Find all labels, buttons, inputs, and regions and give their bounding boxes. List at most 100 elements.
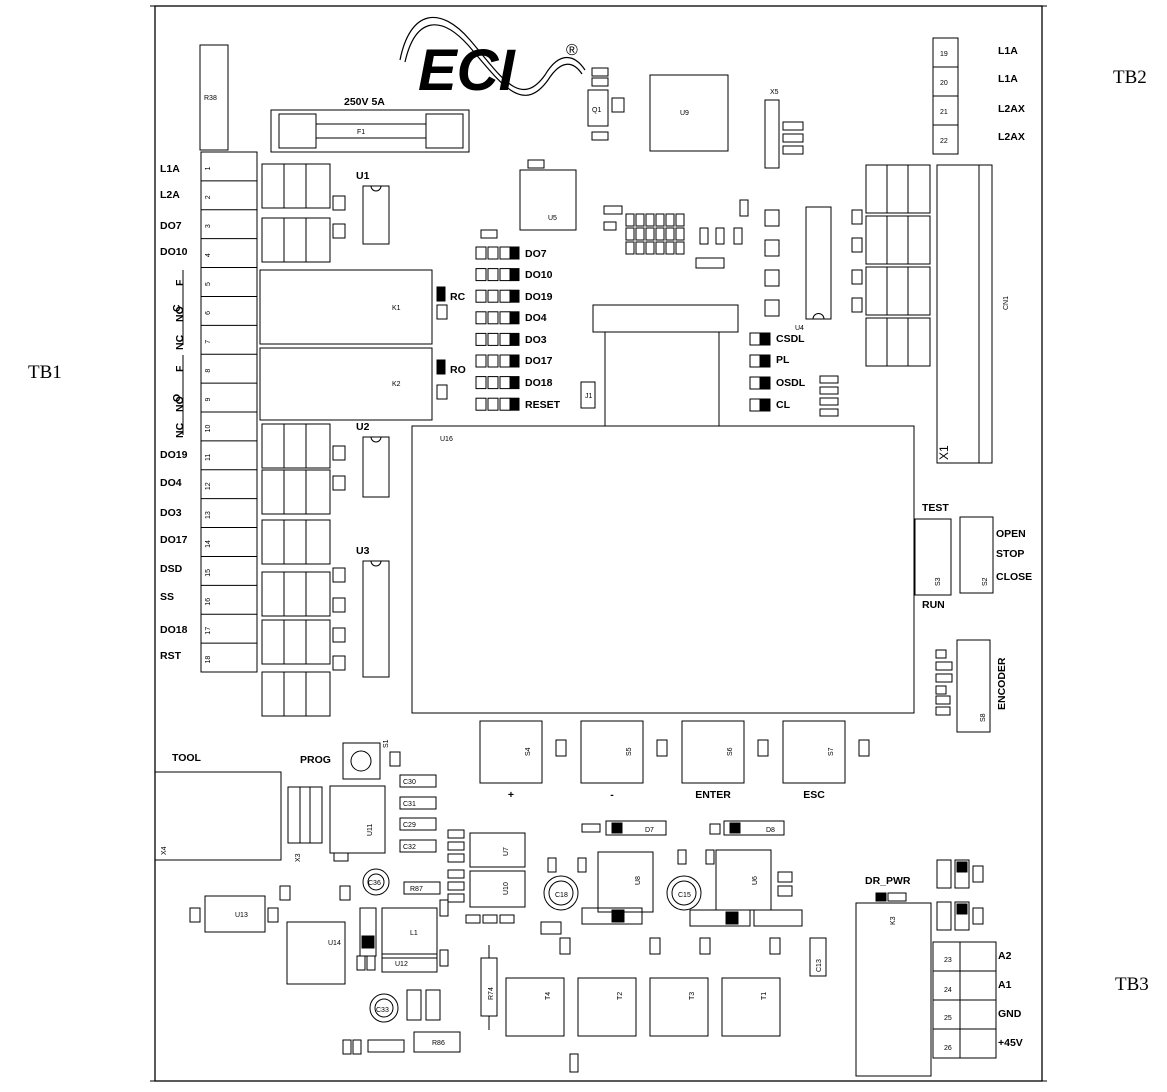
svg-text:U11: U11 bbox=[367, 824, 374, 836]
led-resistor bbox=[475, 289, 487, 303]
prog-button[interactable]: PROG S1 bbox=[300, 739, 401, 780]
led-resistor bbox=[475, 332, 487, 346]
led-resistor bbox=[475, 268, 487, 282]
svg-text:TOOL: TOOL bbox=[172, 752, 202, 764]
switch-open-stop-close[interactable]: S2 OPEN STOP CLOSE bbox=[959, 516, 1032, 594]
svg-text:C36: C36 bbox=[368, 880, 381, 887]
relay-k1: K1 RC bbox=[259, 269, 466, 345]
svg-text:U8: U8 bbox=[635, 876, 642, 885]
svg-text:19: 19 bbox=[940, 51, 948, 58]
svg-text:K2: K2 bbox=[392, 381, 401, 388]
keypad-button[interactable]: S4+ bbox=[479, 720, 567, 801]
tb1-terminal-number: 5 bbox=[205, 282, 212, 286]
tb3-terminal-block: 23 24 25 26 A2 A1 GND +45V bbox=[932, 941, 1023, 1059]
svg-text:F: F bbox=[174, 365, 186, 372]
status-led bbox=[509, 332, 520, 346]
switch-test-run[interactable]: TEST S3 RUN bbox=[914, 502, 952, 611]
tb1-terminal-number: 2 bbox=[205, 195, 212, 199]
svg-text:F1: F1 bbox=[357, 129, 365, 136]
svg-text:S6: S6 bbox=[727, 747, 734, 756]
svg-text:25: 25 bbox=[944, 1015, 952, 1022]
connector-cn1-x1: CN1 X1 bbox=[936, 164, 1010, 464]
ic-u11 bbox=[329, 785, 386, 854]
led-resistor bbox=[475, 311, 487, 325]
status-led bbox=[760, 376, 771, 390]
ic-u10 bbox=[469, 870, 526, 908]
led-label: DO18 bbox=[525, 377, 553, 389]
status-led bbox=[760, 332, 771, 346]
svg-text:DO3: DO3 bbox=[160, 507, 182, 519]
keypad-button[interactable]: S5 - bbox=[580, 720, 668, 801]
tb1-terminal-number: 14 bbox=[205, 540, 212, 548]
svg-text:U5: U5 bbox=[548, 215, 557, 222]
svg-text:U13: U13 bbox=[235, 912, 248, 919]
svg-text:22: 22 bbox=[940, 138, 948, 145]
svg-text:L2AX: L2AX bbox=[998, 103, 1025, 115]
led-label: DO3 bbox=[525, 334, 547, 346]
tb1-terminal-number: 10 bbox=[205, 424, 212, 432]
svg-text:X3: X3 bbox=[295, 853, 302, 862]
tb1-terminal-number: 7 bbox=[205, 340, 212, 344]
svg-text:STOP: STOP bbox=[996, 548, 1024, 560]
tb1-terminal-number: 15 bbox=[205, 569, 212, 577]
svg-text:T4: T4 bbox=[545, 992, 552, 1000]
board-outline bbox=[154, 5, 1043, 1082]
svg-text:26: 26 bbox=[944, 1045, 952, 1052]
svg-text:S8: S8 bbox=[980, 713, 987, 722]
ic-u3: U3 bbox=[356, 545, 390, 678]
svg-text:DO19: DO19 bbox=[160, 449, 188, 461]
svg-text:L1: L1 bbox=[410, 930, 418, 937]
ic-u13 bbox=[204, 895, 266, 933]
ic-u16-display bbox=[411, 425, 915, 714]
encoder-s8[interactable]: S8 ENCODER bbox=[935, 639, 1008, 733]
svg-text:S5: S5 bbox=[626, 747, 633, 756]
svg-text:C: C bbox=[171, 304, 183, 312]
svg-text:C32: C32 bbox=[403, 844, 416, 851]
transformer: T2 bbox=[577, 977, 637, 1037]
led-label: DO10 bbox=[525, 269, 553, 281]
svg-text:A2: A2 bbox=[998, 950, 1012, 962]
led-column-do bbox=[475, 246, 520, 411]
svg-text:F: F bbox=[174, 279, 186, 286]
svg-text:D7: D7 bbox=[645, 827, 654, 834]
svg-text:GND: GND bbox=[998, 1008, 1022, 1020]
svg-text:R74: R74 bbox=[488, 987, 495, 1000]
svg-text:CLOSE: CLOSE bbox=[996, 571, 1032, 583]
status-led bbox=[509, 397, 520, 411]
ic-u9 bbox=[649, 74, 729, 152]
svg-text:NO: NO bbox=[174, 306, 186, 322]
svg-text:T2: T2 bbox=[617, 992, 624, 1000]
relay-led-rc: RC bbox=[450, 291, 466, 303]
tb1-terminal-number: 12 bbox=[205, 482, 212, 490]
svg-text:DO17: DO17 bbox=[160, 534, 188, 546]
svg-text:20: 20 bbox=[940, 80, 948, 87]
k3-relay: DR_PWR K3 bbox=[855, 859, 984, 1077]
svg-text:+45V: +45V bbox=[998, 1037, 1023, 1049]
svg-text:K3: K3 bbox=[890, 916, 897, 925]
svg-text:DSD: DSD bbox=[160, 563, 183, 575]
led-label: RESET bbox=[525, 399, 561, 411]
status-led bbox=[509, 246, 520, 260]
svg-text:PROG: PROG bbox=[300, 754, 331, 766]
svg-text:O: O bbox=[171, 394, 183, 402]
svg-text:D8: D8 bbox=[766, 827, 775, 834]
svg-text:DO18: DO18 bbox=[160, 624, 188, 636]
transformer: T3 bbox=[649, 977, 709, 1037]
led-label: DO4 bbox=[525, 312, 547, 324]
svg-text:S7: S7 bbox=[828, 747, 835, 756]
keypad-button-label: - bbox=[610, 789, 614, 801]
svg-text:OPEN: OPEN bbox=[996, 528, 1026, 540]
svg-text:X5: X5 bbox=[770, 89, 779, 96]
svg-text:C30: C30 bbox=[403, 779, 416, 786]
keypad-button-label: ENTER bbox=[695, 789, 731, 801]
svg-text:J1: J1 bbox=[585, 393, 593, 400]
svg-text:L2AX: L2AX bbox=[998, 131, 1025, 143]
svg-text:RUN: RUN bbox=[922, 599, 945, 611]
status-led bbox=[760, 354, 771, 368]
status-led bbox=[509, 354, 520, 368]
svg-text:S1: S1 bbox=[383, 739, 390, 748]
led-label: CSDL bbox=[776, 333, 805, 345]
